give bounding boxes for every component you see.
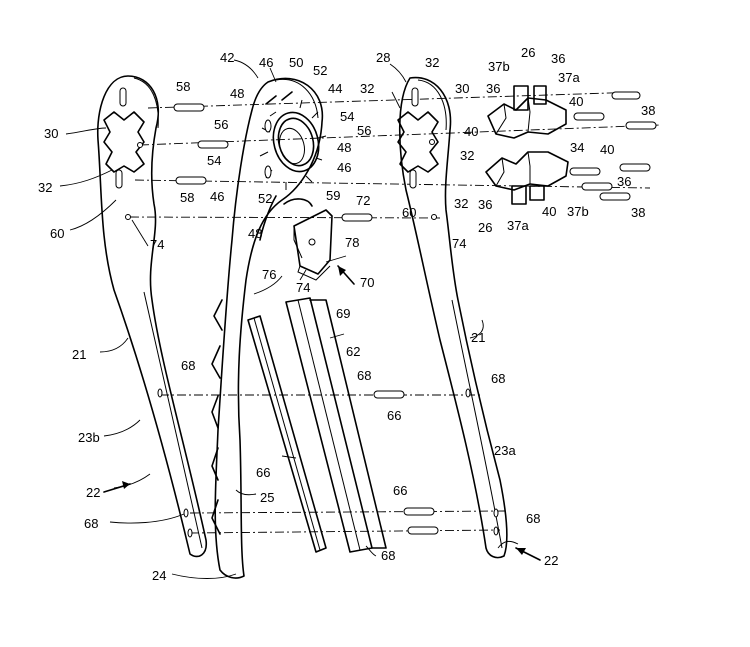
label: 74 [452, 236, 466, 251]
label: 58 [180, 190, 194, 205]
label: 37a [558, 70, 580, 85]
label: 62 [346, 344, 360, 359]
label: 23a [494, 443, 516, 458]
label: 40 [542, 204, 556, 219]
label: 46 [337, 160, 351, 175]
label: 22 [86, 485, 100, 500]
label: 44 [328, 81, 342, 96]
label: 28 [376, 50, 390, 65]
label: 25 [260, 490, 274, 505]
hinge-blocks [485, 85, 569, 205]
label: 66 [256, 465, 270, 480]
label: 68 [381, 548, 395, 563]
label: 70 [360, 275, 374, 290]
label: 69 [336, 306, 350, 321]
pointer-arrows [103, 265, 541, 561]
label: 32 [360, 81, 374, 96]
label: 74 [296, 280, 310, 295]
label: 68 [526, 511, 540, 526]
label: 38 [631, 205, 645, 220]
label: 60 [50, 226, 64, 241]
label: 23b [78, 430, 100, 445]
reference-labels: 42 46 50 52 44 48 58 30 32 60 58 74 56 5… [38, 45, 655, 583]
label: 56 [357, 123, 371, 138]
label: 46 [210, 189, 224, 204]
label: 48 [248, 226, 262, 241]
label: 40 [464, 124, 478, 139]
bars [247, 297, 387, 553]
label: 40 [600, 142, 614, 157]
label: 78 [345, 235, 359, 250]
label: 60 [402, 205, 416, 220]
label: 66 [393, 483, 407, 498]
label: 36 [486, 81, 500, 96]
label: 37a [507, 218, 529, 233]
leader-lines [59, 59, 519, 579]
latch-part [293, 209, 333, 281]
label: 37b [567, 204, 589, 219]
label: 68 [491, 371, 505, 386]
label: 21 [72, 347, 86, 362]
label: 42 [220, 50, 234, 65]
label: 76 [262, 267, 276, 282]
label: 54 [340, 109, 354, 124]
label: 68 [357, 368, 371, 383]
label: 30 [455, 81, 469, 96]
label: 40 [569, 94, 583, 109]
label: 52 [258, 191, 272, 206]
label: 46 [259, 55, 273, 70]
label: 48 [230, 86, 244, 101]
label: 38 [641, 103, 655, 118]
label: 48 [337, 140, 351, 155]
label: 66 [387, 408, 401, 423]
label: 58 [176, 79, 190, 94]
label: 32 [38, 180, 52, 195]
label: 22 [544, 553, 558, 568]
right-side-plate [397, 76, 508, 559]
label: 26 [521, 45, 535, 60]
center-plate [211, 77, 327, 579]
label: 26 [478, 220, 492, 235]
label: 54 [207, 153, 221, 168]
label: 36 [551, 51, 565, 66]
pins [173, 91, 657, 535]
label: 21 [471, 330, 485, 345]
label: 34 [570, 140, 584, 155]
label: 37b [488, 59, 510, 74]
label: 68 [84, 516, 98, 531]
label: 68 [181, 358, 195, 373]
label: 50 [289, 55, 303, 70]
label: 32 [460, 148, 474, 163]
label: 72 [356, 193, 370, 208]
label: 56 [214, 117, 228, 132]
label: 74 [150, 237, 164, 252]
label: 36 [478, 197, 492, 212]
label: 24 [152, 568, 166, 583]
left-side-plate [96, 75, 208, 558]
label: 59 [326, 188, 340, 203]
label: 36 [617, 174, 631, 189]
label: 32 [454, 196, 468, 211]
label: 30 [44, 126, 58, 141]
label: 32 [425, 55, 439, 70]
label: 52 [313, 63, 327, 78]
